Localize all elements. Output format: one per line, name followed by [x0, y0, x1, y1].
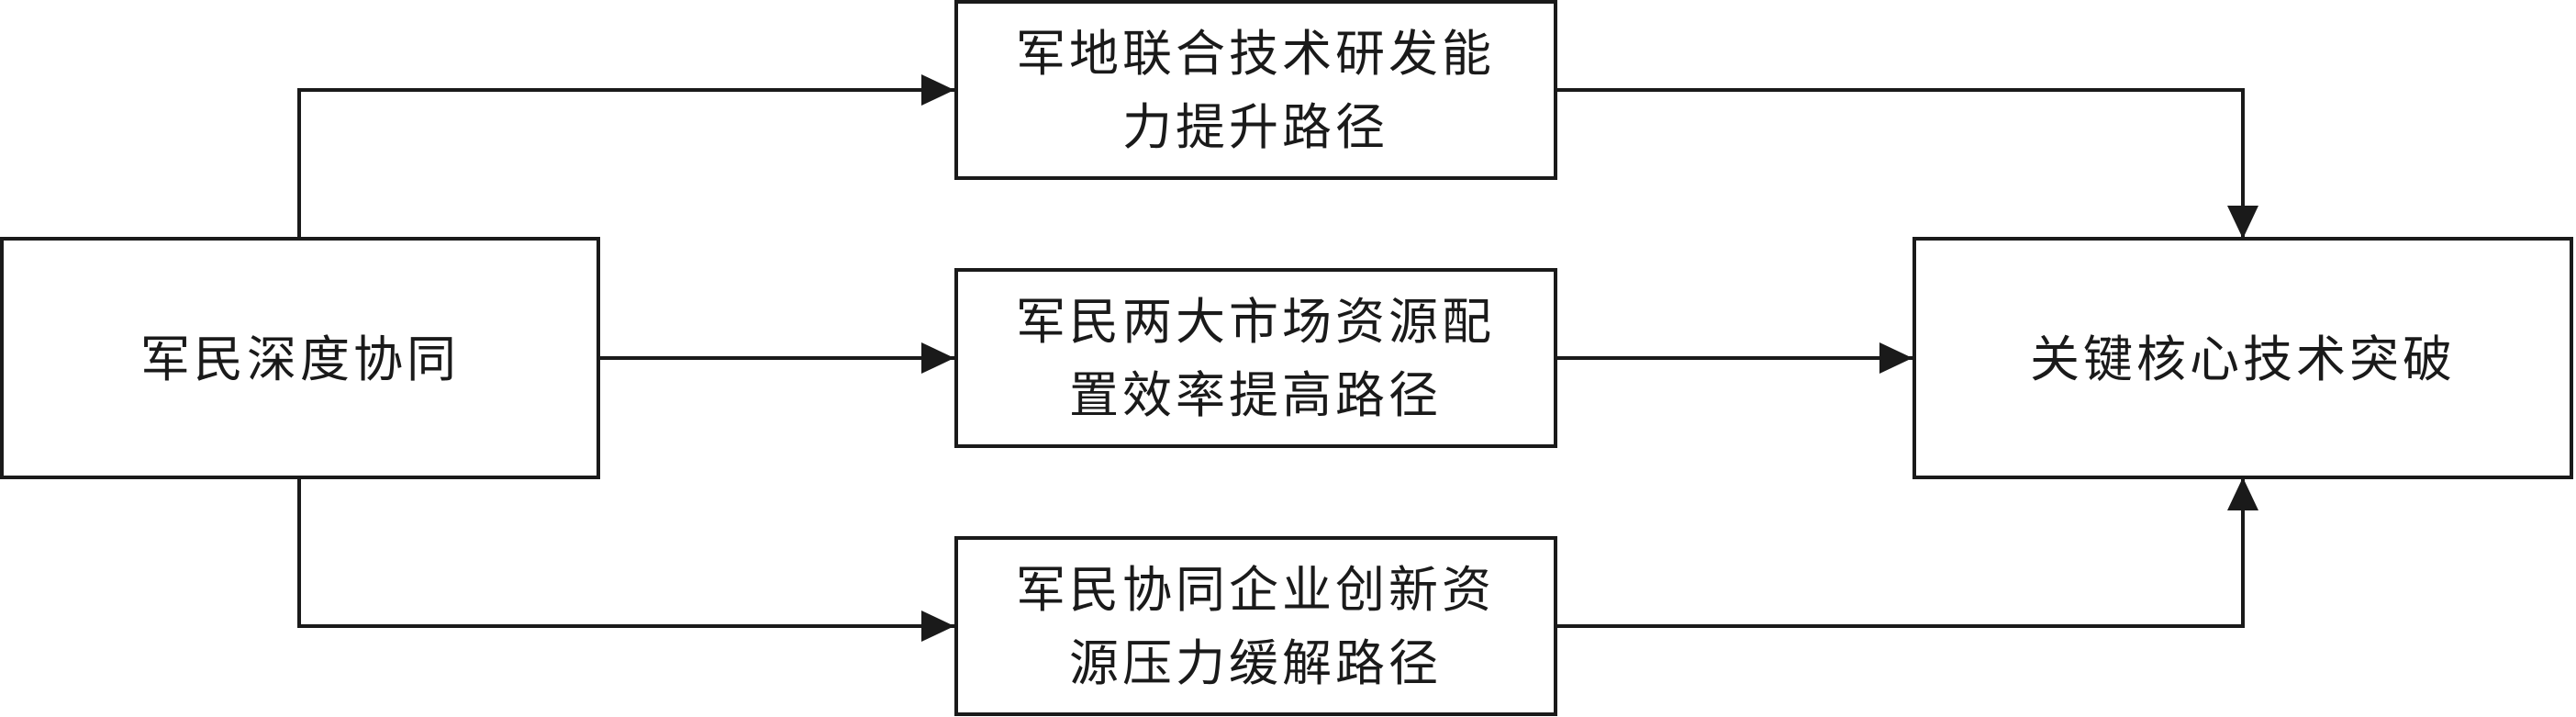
source-node-label: 军民深度协同 [140, 330, 460, 388]
path-node-2-line-2: 置效率提高路径 [1069, 366, 1442, 424]
path-node-2-line-1: 军民两大市场资源配 [1016, 293, 1495, 351]
path-node-2: 军民两大市场资源配 置效率提高路径 [954, 268, 1557, 448]
edge-source-to-path-3 [297, 477, 954, 642]
path-node-3: 军民协同企业创新资 源压力缓解路径 [954, 536, 1557, 716]
path-node-1-line-2: 力提升路径 [1122, 98, 1388, 156]
target-node-label: 关键核心技术突破 [2030, 330, 2456, 388]
source-node: 军民深度协同 [0, 237, 600, 479]
path-node-3-line-1: 军民协同企业创新资 [1016, 561, 1495, 619]
target-node: 关键核心技术突破 [1912, 237, 2573, 479]
path-node-1: 军地联合技术研发能 力提升路径 [954, 0, 1557, 180]
edge-source-to-path-1 [297, 74, 954, 239]
path-node-3-line-2: 源压力缓解路径 [1069, 634, 1442, 692]
edge-path-3-to-target [1556, 477, 2258, 628]
edge-path-1-to-target [1556, 88, 2258, 239]
path-node-1-line-1: 军地联合技术研发能 [1016, 25, 1495, 83]
